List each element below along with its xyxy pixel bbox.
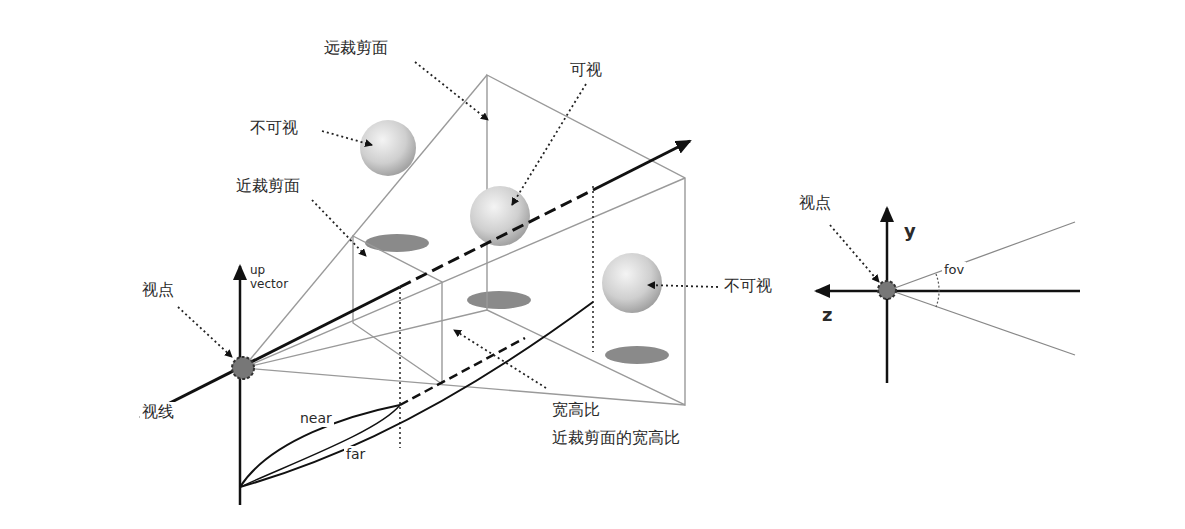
dashed-line xyxy=(400,338,525,405)
up-axis xyxy=(239,266,242,505)
sight-line xyxy=(593,141,690,190)
frustum-edge xyxy=(243,310,487,368)
axis-label: z xyxy=(820,304,834,326)
leader-line xyxy=(178,307,232,357)
sphere-shadow xyxy=(467,291,531,309)
projection-line xyxy=(592,186,594,352)
viewpoint-label: 视点 xyxy=(140,280,176,299)
sight-line xyxy=(140,287,400,418)
z-axis xyxy=(816,290,1080,293)
leader-line xyxy=(512,84,586,205)
sight-line-dashed xyxy=(400,190,593,287)
sphere-shadow xyxy=(605,346,669,364)
far-bracket xyxy=(240,302,593,487)
near-bracket xyxy=(240,405,400,487)
leader-line xyxy=(830,225,879,282)
frustum-edges xyxy=(243,75,685,405)
near-bracket xyxy=(240,405,400,487)
leader-line xyxy=(322,131,372,145)
axis-label: up vector xyxy=(248,264,298,292)
viewpoint-symbol xyxy=(878,281,896,299)
viewpoint-symbol xyxy=(232,357,254,379)
visibility-label: 可视 xyxy=(568,60,604,79)
near-plane xyxy=(353,236,442,384)
viewpoint-label: 视点 xyxy=(797,193,833,212)
fov-inset xyxy=(816,208,1080,383)
frustum-edge xyxy=(243,75,487,368)
leader-line xyxy=(454,330,546,388)
axis-label: y xyxy=(902,220,918,242)
sphere xyxy=(602,253,662,313)
aspect-label: 近裁剪面的宽高比 xyxy=(550,428,682,447)
axis-label: 视线 xyxy=(140,402,176,421)
frustum-edge xyxy=(243,178,685,368)
leader-line xyxy=(312,200,366,256)
aspect-label: 宽高比 xyxy=(550,400,602,419)
fov-arc xyxy=(936,274,939,307)
angle-label: fov xyxy=(942,262,966,278)
plane-label: 远裁剪面 xyxy=(322,38,390,57)
sphere-shadow xyxy=(365,234,429,252)
leaders xyxy=(178,62,879,388)
fov-edge xyxy=(892,291,1075,355)
visibility-label: 不可视 xyxy=(722,276,774,295)
distance-label: near xyxy=(298,410,334,427)
leader-line xyxy=(415,62,488,120)
fov-edge xyxy=(892,222,1075,289)
leader-line xyxy=(648,285,718,287)
sphere xyxy=(360,120,416,176)
plane-label: 近裁剪面 xyxy=(234,176,302,195)
visibility-label: 不可视 xyxy=(248,118,300,137)
distance-label: far xyxy=(344,446,367,463)
